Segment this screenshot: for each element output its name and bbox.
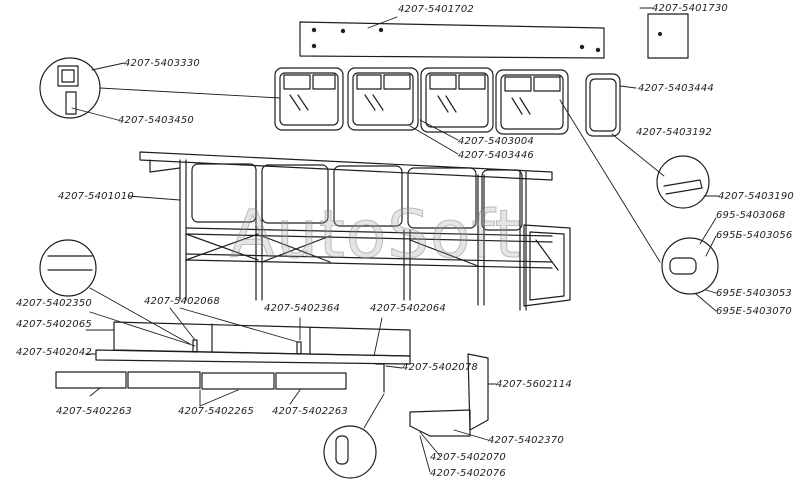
label-window-profile: 4207-5403450	[118, 115, 194, 126]
label-roof-panel: 4207-5401702	[398, 4, 474, 15]
label-rear-window: 4207-5403444	[638, 83, 714, 94]
label-body-frame: 4207-5401010	[58, 191, 134, 202]
label-lower-panel-right: 4207-5402263	[272, 406, 348, 417]
label-panel-seal: 4207-5402350	[16, 298, 92, 309]
label-side-panel-upper: 4207-5402364	[264, 303, 340, 314]
watermark: AutoSoft	[229, 196, 522, 273]
label-rubber-strip: 695-5403068	[716, 210, 786, 221]
label-panel-bracket: 4207-5402068	[144, 296, 220, 307]
label-side-panel-left: 4207-5402065	[16, 319, 92, 330]
label-window-frame: 4207-5403446	[458, 150, 534, 161]
label-rear-seal: 4207-5403192	[636, 127, 712, 138]
label-molding: 4207-5402042	[16, 347, 92, 358]
label-window-seal: 4207-5403330	[124, 58, 200, 69]
label-lower-panel-mid: 4207-5402265	[178, 406, 254, 417]
label-seal-profile: 4207-5403190	[718, 191, 794, 202]
label-glazing-lock: 695Е-5403070	[716, 306, 792, 317]
label-small-panel: 4207-5401730	[652, 3, 728, 14]
label-corner-bracket: 4207-5402370	[488, 435, 564, 446]
label-glazing-seal: 695Е-5403053	[716, 288, 792, 299]
small-panel	[647, 13, 689, 59]
roof-panel	[299, 21, 605, 59]
label-corner-plate: 4207-5402070	[430, 452, 506, 463]
detail-insets	[39, 57, 719, 479]
label-lower-panel-left: 4207-5402263	[56, 406, 132, 417]
window-row	[274, 67, 621, 137]
label-side-panel-right: 4207-5402064	[370, 303, 446, 314]
leader-lines	[71, 7, 719, 473]
body-frame	[139, 151, 571, 311]
label-corner-seal: 4207-5402076	[430, 468, 506, 479]
label-end-piece: 4207-5402078	[402, 362, 478, 373]
side-panels	[55, 321, 489, 437]
label-side-window: 4207-5403004	[458, 136, 534, 147]
label-rear-corner: 4207-5602114	[496, 379, 572, 390]
label-lock-strip: 695Б-5403056	[716, 230, 793, 241]
